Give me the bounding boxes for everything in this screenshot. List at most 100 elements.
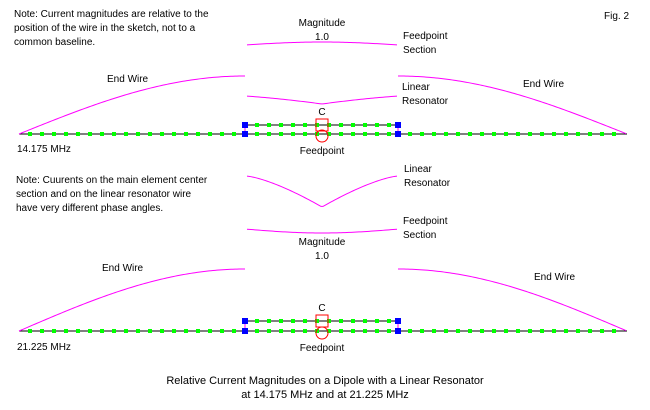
magnitude-value: 1.0 xyxy=(315,32,329,43)
segment-marker xyxy=(576,132,580,136)
segment-marker xyxy=(52,329,56,333)
segment-marker xyxy=(196,329,200,333)
segment-marker xyxy=(339,123,343,127)
segment-marker xyxy=(112,132,116,136)
end-wire-left-curve xyxy=(18,75,246,135)
segment-marker xyxy=(375,132,379,136)
end-wire-left-label: End Wire xyxy=(107,74,149,85)
segment-marker xyxy=(612,132,616,136)
segment-marker xyxy=(387,319,391,323)
segment-marker xyxy=(40,132,44,136)
segment-marker xyxy=(576,329,580,333)
segment-marker xyxy=(528,329,532,333)
segment-marker xyxy=(315,123,319,127)
feedpoint-section-curve xyxy=(246,41,398,46)
segment-marker xyxy=(588,132,592,136)
note-line-1: Note: Current magnitudes are relative to… xyxy=(14,9,209,20)
segment-marker xyxy=(255,123,259,127)
linear-resonator-label: Linear xyxy=(404,164,432,175)
linear-resonator-label: Resonator xyxy=(404,178,451,189)
segment-marker xyxy=(408,132,412,136)
end-wire-left-label: End Wire xyxy=(102,263,144,274)
segment-marker xyxy=(315,319,319,323)
end-wire-right-curve xyxy=(397,75,627,135)
segment-marker xyxy=(160,132,164,136)
capacitor-label: C xyxy=(318,107,326,118)
segment-marker xyxy=(291,329,295,333)
end-wire-right-label: End Wire xyxy=(523,79,565,90)
segment-marker xyxy=(232,329,236,333)
segment-marker xyxy=(492,329,496,333)
junction-marker xyxy=(395,122,401,128)
segment-marker xyxy=(124,329,128,333)
segment-marker xyxy=(40,329,44,333)
junction-marker xyxy=(242,328,248,334)
feedpoint-label: Feedpoint xyxy=(299,343,345,354)
segment-marker xyxy=(339,329,343,333)
junction-marker xyxy=(242,122,248,128)
note-line-1: Note: Cuurents on the main element cente… xyxy=(16,175,208,186)
segment-marker xyxy=(420,329,424,333)
segment-marker xyxy=(327,132,331,136)
segment-marker xyxy=(480,132,484,136)
segment-marker xyxy=(375,319,379,323)
segment-marker xyxy=(516,329,520,333)
magnitude-value: 1.0 xyxy=(315,251,329,262)
feedpoint-section-label: Feedpoint xyxy=(403,216,448,227)
segment-marker xyxy=(456,329,460,333)
segment-marker xyxy=(279,319,283,323)
segment-marker xyxy=(516,132,520,136)
segment-marker xyxy=(351,329,355,333)
segment-marker xyxy=(339,132,343,136)
linear-resonator-label: Resonator xyxy=(402,96,449,107)
segment-marker xyxy=(232,132,236,136)
segment-marker xyxy=(480,329,484,333)
junction-marker xyxy=(242,131,248,137)
segment-marker xyxy=(28,329,32,333)
segment-marker xyxy=(327,123,331,127)
segment-marker xyxy=(124,132,128,136)
segment-marker xyxy=(327,319,331,323)
segment-marker xyxy=(267,123,271,127)
segment-marker xyxy=(148,132,152,136)
frequency-label: 14.175 MHz xyxy=(17,144,71,155)
segment-marker xyxy=(64,329,68,333)
segment-marker xyxy=(315,132,319,136)
segment-marker xyxy=(351,132,355,136)
end-wire-right-curve xyxy=(397,268,627,332)
segment-marker xyxy=(375,329,379,333)
caption-line-1: Relative Current Magnitudes on a Dipole … xyxy=(166,375,484,387)
segment-marker xyxy=(255,329,259,333)
segment-marker xyxy=(588,329,592,333)
segment-marker xyxy=(184,132,188,136)
segment-marker xyxy=(279,123,283,127)
segment-marker xyxy=(564,329,568,333)
segment-marker xyxy=(315,329,319,333)
segment-marker xyxy=(492,132,496,136)
segment-marker xyxy=(363,319,367,323)
segment-marker xyxy=(172,329,176,333)
feedpoint-section-label: Section xyxy=(403,230,437,241)
segment-marker xyxy=(540,329,544,333)
segment-marker xyxy=(100,132,104,136)
feedpoint-section-label: Section xyxy=(403,45,437,56)
segment-marker xyxy=(76,329,80,333)
segment-marker xyxy=(420,132,424,136)
end-wire-right-label: End Wire xyxy=(534,272,576,283)
segment-marker xyxy=(196,132,200,136)
segment-marker xyxy=(303,123,307,127)
feedpoint-label: Feedpoint xyxy=(299,146,345,157)
segment-marker xyxy=(172,132,176,136)
segment-marker xyxy=(148,329,152,333)
segment-marker xyxy=(279,132,283,136)
segment-marker xyxy=(387,329,391,333)
segment-marker xyxy=(88,329,92,333)
feedpoint-source-icon xyxy=(315,129,329,143)
junction-marker xyxy=(395,318,401,324)
segment-marker xyxy=(255,319,259,323)
segment-marker xyxy=(504,132,508,136)
segment-marker xyxy=(208,132,212,136)
segment-marker xyxy=(351,319,355,323)
junction-marker xyxy=(395,131,401,137)
